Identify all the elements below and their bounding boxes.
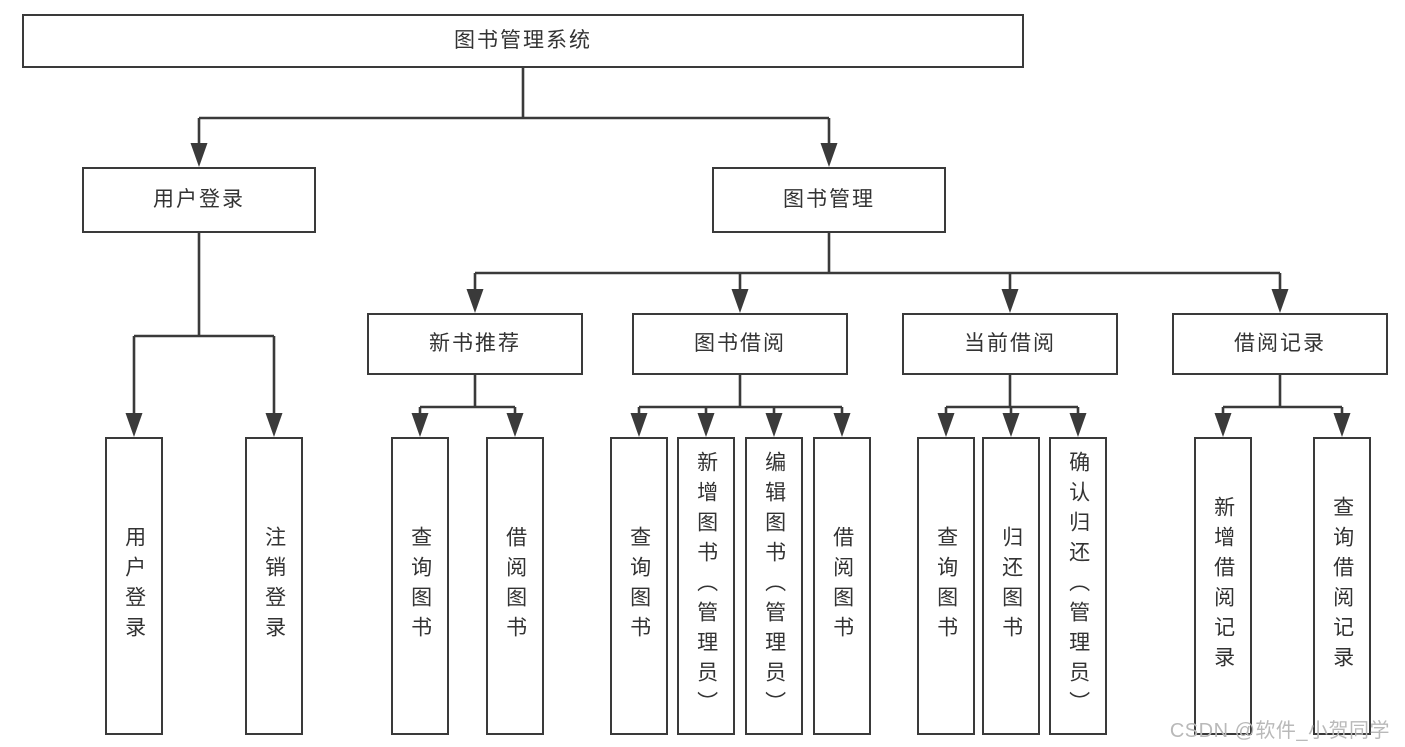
leaf-cb-query-books: 查询图书: [917, 437, 975, 735]
node-user-login-label: 用户登录: [153, 188, 245, 212]
node-new-book-recommendation: 新书推荐: [367, 313, 583, 375]
leaf-nbr-borrow-books: 借阅图书: [486, 437, 544, 735]
leaf-br-add-borrow-record: 新增借阅记录: [1194, 437, 1252, 735]
leaf-br-add-borrow-record-label: 新增借阅记录: [1211, 496, 1235, 676]
node-borrowing-records-label: 借阅记录: [1234, 332, 1326, 356]
edges-current-borrowing: [937, 375, 1087, 437]
leaf-bb-borrow-books-label: 借阅图书: [830, 526, 854, 646]
leaf-nbr-borrow-books-label: 借阅图书: [503, 526, 527, 646]
leaf-user-login-label: 用户登录: [122, 526, 146, 646]
node-library-management-system-label: 图书管理系统: [454, 29, 592, 53]
edges-root: [190, 68, 838, 167]
node-library-management-system: 图书管理系统: [22, 14, 1024, 68]
node-current-borrowing: 当前借阅: [902, 313, 1118, 375]
edges-new-book-recommendation: [411, 375, 524, 437]
leaf-br-query-borrow-record-label: 查询借阅记录: [1330, 496, 1354, 676]
leaf-user-login: 用户登录: [105, 437, 163, 735]
node-book-management: 图书管理: [712, 167, 946, 233]
leaf-bb-add-books-admin-label: 新增图书（管理员）: [694, 451, 718, 721]
leaf-bb-edit-books-admin: 编辑图书（管理员）: [745, 437, 803, 735]
node-new-book-recommendation-label: 新书推荐: [429, 332, 521, 356]
leaf-br-query-borrow-record: 查询借阅记录: [1313, 437, 1371, 735]
edges-book-management: [466, 232, 1289, 313]
leaf-cb-query-books-label: 查询图书: [934, 526, 958, 646]
leaf-bb-query-books: 查询图书: [610, 437, 668, 735]
leaf-logout: 注销登录: [245, 437, 303, 735]
edges-book-borrowing: [630, 375, 851, 437]
edges-user-login: [125, 232, 283, 437]
node-book-borrowing: 图书借阅: [632, 313, 848, 375]
leaf-bb-borrow-books: 借阅图书: [813, 437, 871, 735]
leaf-bb-edit-books-admin-label: 编辑图书（管理员）: [762, 451, 786, 721]
node-book-borrowing-label: 图书借阅: [694, 332, 786, 356]
leaf-cb-return-books: 归还图书: [982, 437, 1040, 735]
node-current-borrowing-label: 当前借阅: [964, 332, 1056, 356]
node-borrowing-records: 借阅记录: [1172, 313, 1388, 375]
edges-borrowing-records: [1214, 375, 1351, 437]
node-user-login: 用户登录: [82, 167, 316, 233]
leaf-bb-query-books-label: 查询图书: [627, 526, 651, 646]
leaf-logout-label: 注销登录: [262, 526, 286, 646]
leaf-bb-add-books-admin: 新增图书（管理员）: [677, 437, 735, 735]
leaf-nbr-query-books-label: 查询图书: [408, 526, 432, 646]
leaf-nbr-query-books: 查询图书: [391, 437, 449, 735]
csdn-watermark: CSDN @软件_小贺同学: [1169, 720, 1390, 742]
leaf-cb-confirm-return-admin: 确认归还（管理员）: [1049, 437, 1107, 735]
leaf-cb-confirm-return-admin-label: 确认归还（管理员）: [1066, 451, 1090, 721]
leaf-cb-return-books-label: 归还图书: [999, 526, 1023, 646]
node-book-management-label: 图书管理: [783, 188, 875, 212]
